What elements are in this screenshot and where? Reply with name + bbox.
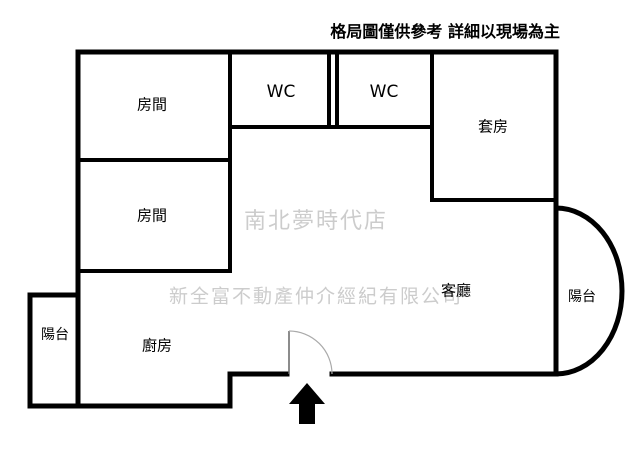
room-label-suite: 套房 [477,117,509,136]
room-label-balcony-left: 陽台 [41,327,69,343]
room-label-balcony-right: 陽台 [568,289,596,305]
disclaimer-text: 格局圖僅供參考 詳細以現場為主 [330,22,560,41]
watermark-company-name: 新全富不動產仲介經紀有限公司 [168,285,464,308]
room-label-living-room: 客廳 [440,281,472,300]
room-label-wc-1: WC [266,82,296,102]
watermark-store-name: 南北夢時代店 [243,209,389,234]
door-swing-arc [288,330,333,375]
room-label-kitchen: 廚房 [141,336,173,355]
room-label-wc-2: WC [369,82,399,102]
entrance-arrow-icon [289,383,325,424]
room-label-bedroom-2: 房間 [136,206,168,225]
room-label-bedroom-1: 房間 [136,95,168,114]
interior-walls [76,50,558,273]
